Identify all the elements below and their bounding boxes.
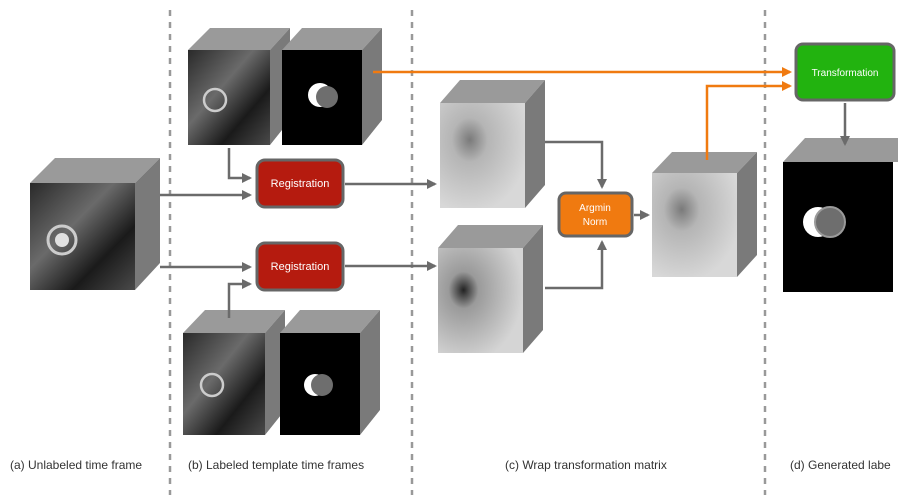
transformation-label: Transformation xyxy=(812,68,879,79)
unlabeled-frame-cube xyxy=(30,158,160,290)
arrow-flow-bottom-to-argmin xyxy=(545,240,607,290)
arrow-flow-top-to-argmin xyxy=(545,140,607,189)
flow-field-selected xyxy=(652,152,757,277)
argmin-label-line1: Argmin xyxy=(579,203,611,214)
template-label-top xyxy=(282,28,382,145)
caption-a: (a) Unlabeled time frame xyxy=(10,458,143,472)
generated-label-cube xyxy=(783,138,898,292)
argmin-norm-box: Argmin Norm xyxy=(557,191,634,238)
registration-box-top: Registration xyxy=(255,158,345,209)
caption-b: (b) Labeled template time frames xyxy=(188,458,365,472)
arrow-template-top-to-reg xyxy=(227,148,252,183)
template-frame-top xyxy=(188,28,290,145)
registration-label-bottom: Registration xyxy=(271,261,330,273)
template-frame-bottom xyxy=(183,310,285,435)
registration-box-bottom: Registration xyxy=(255,241,345,292)
caption-d: (d) Generated labe xyxy=(790,458,891,472)
flow-field-bottom xyxy=(438,225,543,353)
transformation-box: Transformation xyxy=(794,42,896,102)
flow-field-top xyxy=(440,80,545,208)
arrow-template-bottom-to-reg xyxy=(227,279,252,318)
arrow-flow-to-transform xyxy=(705,81,792,160)
registration-label-top: Registration xyxy=(271,178,330,190)
argmin-label-line2: Norm xyxy=(583,217,607,228)
template-label-bottom xyxy=(280,310,380,435)
caption-c: (c) Wrap transformation matrix xyxy=(505,458,667,472)
